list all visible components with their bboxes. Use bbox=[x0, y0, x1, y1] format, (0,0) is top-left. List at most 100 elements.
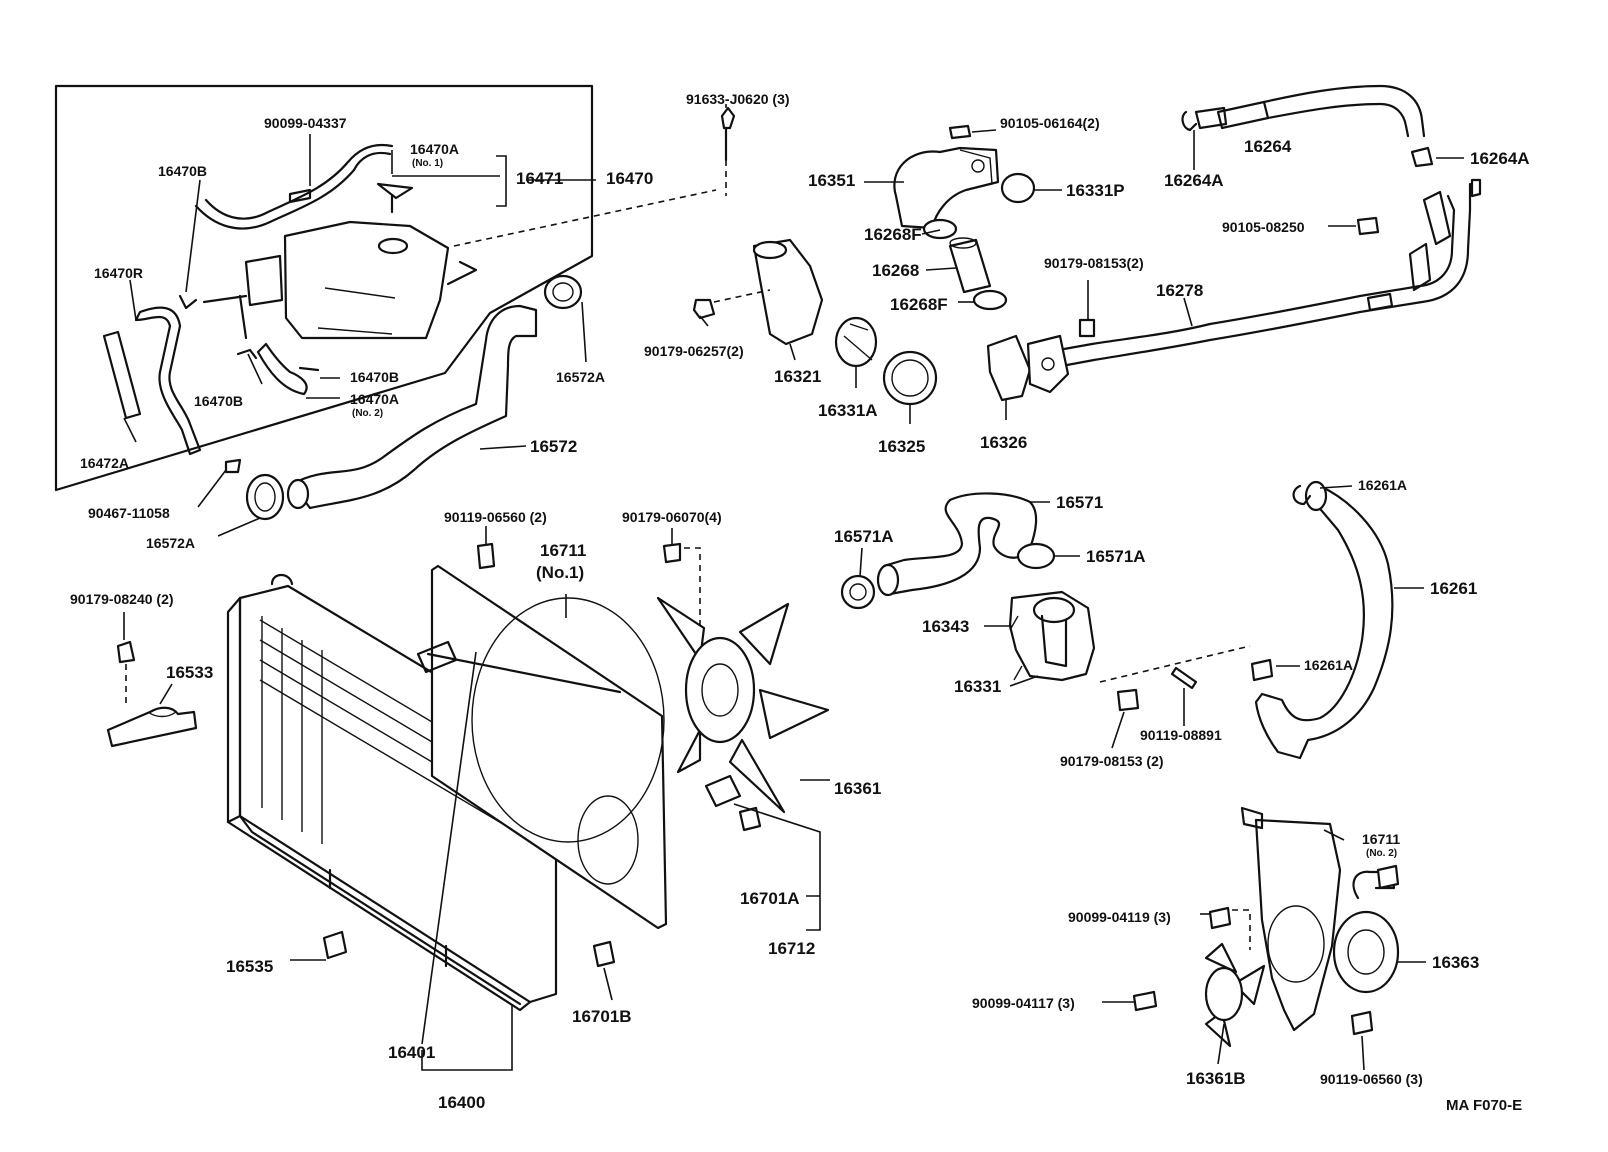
label-16572A-top: 16572A bbox=[556, 369, 605, 385]
reservoir-cap bbox=[377, 237, 409, 255]
bypass-pipe-group bbox=[1026, 84, 1482, 394]
reservoir-tank-rib bbox=[324, 287, 396, 299]
radiator-drain-pegs bbox=[328, 868, 448, 968]
elbow-flange-hole bbox=[971, 159, 985, 173]
radiator-side-tank bbox=[226, 596, 242, 824]
label-90179-08153-bot: 90179-08153 (2) bbox=[1060, 753, 1164, 769]
leader-16470B-top bbox=[185, 179, 201, 293]
reservoir-hose-upper bbox=[194, 151, 392, 230]
fan-group bbox=[592, 596, 830, 968]
bolt-90099-04337 bbox=[288, 188, 312, 204]
bolt-90099-04117 bbox=[1132, 990, 1158, 1012]
reservoir-group-frame bbox=[54, 84, 594, 492]
label-16470A-no1: 16470A bbox=[410, 141, 459, 157]
water-outlet-elbow-16351 bbox=[893, 146, 1000, 230]
bypass-pipe-bracket bbox=[1408, 242, 1432, 292]
label-16470B-low: 16470B bbox=[194, 393, 243, 409]
label-16331P: 16331P bbox=[1066, 181, 1125, 200]
leader-16701B bbox=[603, 967, 613, 1001]
fan-bracket-16701A bbox=[704, 774, 742, 808]
label-90119-06560-bot: 90119-06560 (3) bbox=[1320, 1071, 1423, 1087]
radiator-upper-inlet bbox=[270, 573, 294, 586]
water-bypass-pipe-16278 bbox=[1034, 194, 1456, 356]
label-16321: 16321 bbox=[774, 367, 821, 386]
radiator-mount-16533 bbox=[106, 706, 198, 748]
label-16351: 16351 bbox=[808, 171, 855, 190]
label-16711-no1-sub: (No.1) bbox=[536, 563, 584, 582]
label-16701B: 16701B bbox=[572, 1007, 632, 1026]
label-16268F-top: 16268F bbox=[864, 225, 922, 244]
clamp-16264A-right bbox=[1410, 146, 1434, 168]
leader-16400 bbox=[421, 1004, 513, 1071]
bolt-90119-06560-top bbox=[476, 542, 496, 570]
label-16363: 16363 bbox=[1432, 953, 1479, 972]
bolt-90119-08891 bbox=[1170, 666, 1198, 690]
label-16331A: 16331A bbox=[818, 401, 878, 420]
upper-hose-group bbox=[224, 274, 583, 521]
pipe-16268-end bbox=[949, 237, 977, 249]
reservoir-tab bbox=[446, 260, 478, 286]
label-16571A-right: 16571A bbox=[1086, 547, 1146, 566]
label-90179-06070: 90179-06070(4) bbox=[622, 509, 722, 525]
clamp-16261A-top bbox=[1292, 484, 1312, 506]
bypass-flange-hole bbox=[1041, 357, 1055, 371]
fan-shroud-secondary-opening bbox=[577, 795, 639, 885]
o-ring-16331P bbox=[1000, 172, 1036, 204]
label-16712: 16712 bbox=[768, 939, 815, 958]
nut-90179-06257 bbox=[692, 298, 716, 320]
o-ring-16268F-top bbox=[922, 218, 958, 240]
label-90119-08891: 90119-08891 bbox=[1140, 727, 1222, 743]
leader-90105-06164 bbox=[971, 129, 997, 133]
water-outlet-16331-pipe bbox=[1040, 614, 1068, 668]
reservoir-tank bbox=[283, 220, 450, 340]
gasket-16326 bbox=[986, 334, 1032, 402]
label-16264A-left: 16264A bbox=[1164, 171, 1224, 190]
bypass-pipe-sleeve bbox=[1366, 292, 1394, 312]
label-16343: 16343 bbox=[922, 617, 969, 636]
label-16711-no2-sub: (No. 2) bbox=[1366, 848, 1397, 859]
heater-hose-group bbox=[840, 492, 1251, 712]
leader-90179-08153-bot bbox=[1111, 711, 1125, 749]
label-16571A-left: 16571A bbox=[834, 527, 894, 546]
label-90467-11058: 90467-11058 bbox=[88, 505, 170, 521]
thermostat-coil bbox=[843, 323, 873, 361]
fan-blade-lower-left bbox=[676, 728, 702, 774]
lower-bypass-hose-group bbox=[1250, 480, 1394, 760]
label-16361: 16361 bbox=[834, 779, 881, 798]
pipe-16268 bbox=[948, 238, 992, 294]
label-16326: 16326 bbox=[980, 433, 1027, 452]
leader-90179-06257 bbox=[699, 315, 709, 327]
small-fan-blade-2 bbox=[1232, 964, 1266, 1006]
leader-16572A-top bbox=[581, 301, 587, 363]
drain-plug-16535 bbox=[322, 930, 348, 960]
clamp-16571A-left-inner bbox=[849, 583, 867, 601]
elbow-flange bbox=[959, 149, 993, 191]
bolt-90099-04119 bbox=[1208, 906, 1232, 930]
hose-16264-pipe bbox=[1194, 106, 1228, 130]
fan-shroud-no2-tab bbox=[1240, 806, 1264, 830]
clip-16470B-mid bbox=[298, 366, 320, 372]
reservoir-hose-upper-edge bbox=[204, 143, 394, 220]
hose-clamp-16572A-top bbox=[543, 274, 583, 310]
hose-clamp-16572A-low-inner bbox=[254, 482, 276, 512]
label-90119-06560-top: 90119-06560 (2) bbox=[444, 509, 547, 525]
reservoir-bracket bbox=[244, 254, 284, 307]
label-16331: 16331 bbox=[954, 677, 1001, 696]
bolt-90105-06164 bbox=[948, 124, 972, 140]
label-16471: 16471 bbox=[516, 169, 563, 188]
leader-lines bbox=[123, 104, 1464, 1071]
diagram-code: MA F070-E bbox=[1446, 1097, 1522, 1114]
water-outlet-16331-flange bbox=[1009, 615, 1023, 681]
leader-16533 bbox=[159, 683, 173, 705]
label-91633-J0620: 91633-J0620 (3) bbox=[686, 91, 790, 107]
hose-16264 bbox=[1262, 84, 1426, 138]
label-90105-08250: 90105-08250 bbox=[1222, 219, 1305, 235]
label-16470R: 16470R bbox=[94, 265, 143, 281]
radiator-fin-columns bbox=[261, 616, 323, 844]
label-16472A: 16472A bbox=[80, 455, 129, 471]
label-16470B-mid: 16470B bbox=[350, 369, 399, 385]
reservoir-group bbox=[54, 84, 717, 492]
label-90179-06257: 90179-06257(2) bbox=[644, 343, 744, 359]
water-outlet-16331-neck bbox=[1032, 596, 1076, 624]
inlet-nut-dashline bbox=[713, 289, 771, 303]
